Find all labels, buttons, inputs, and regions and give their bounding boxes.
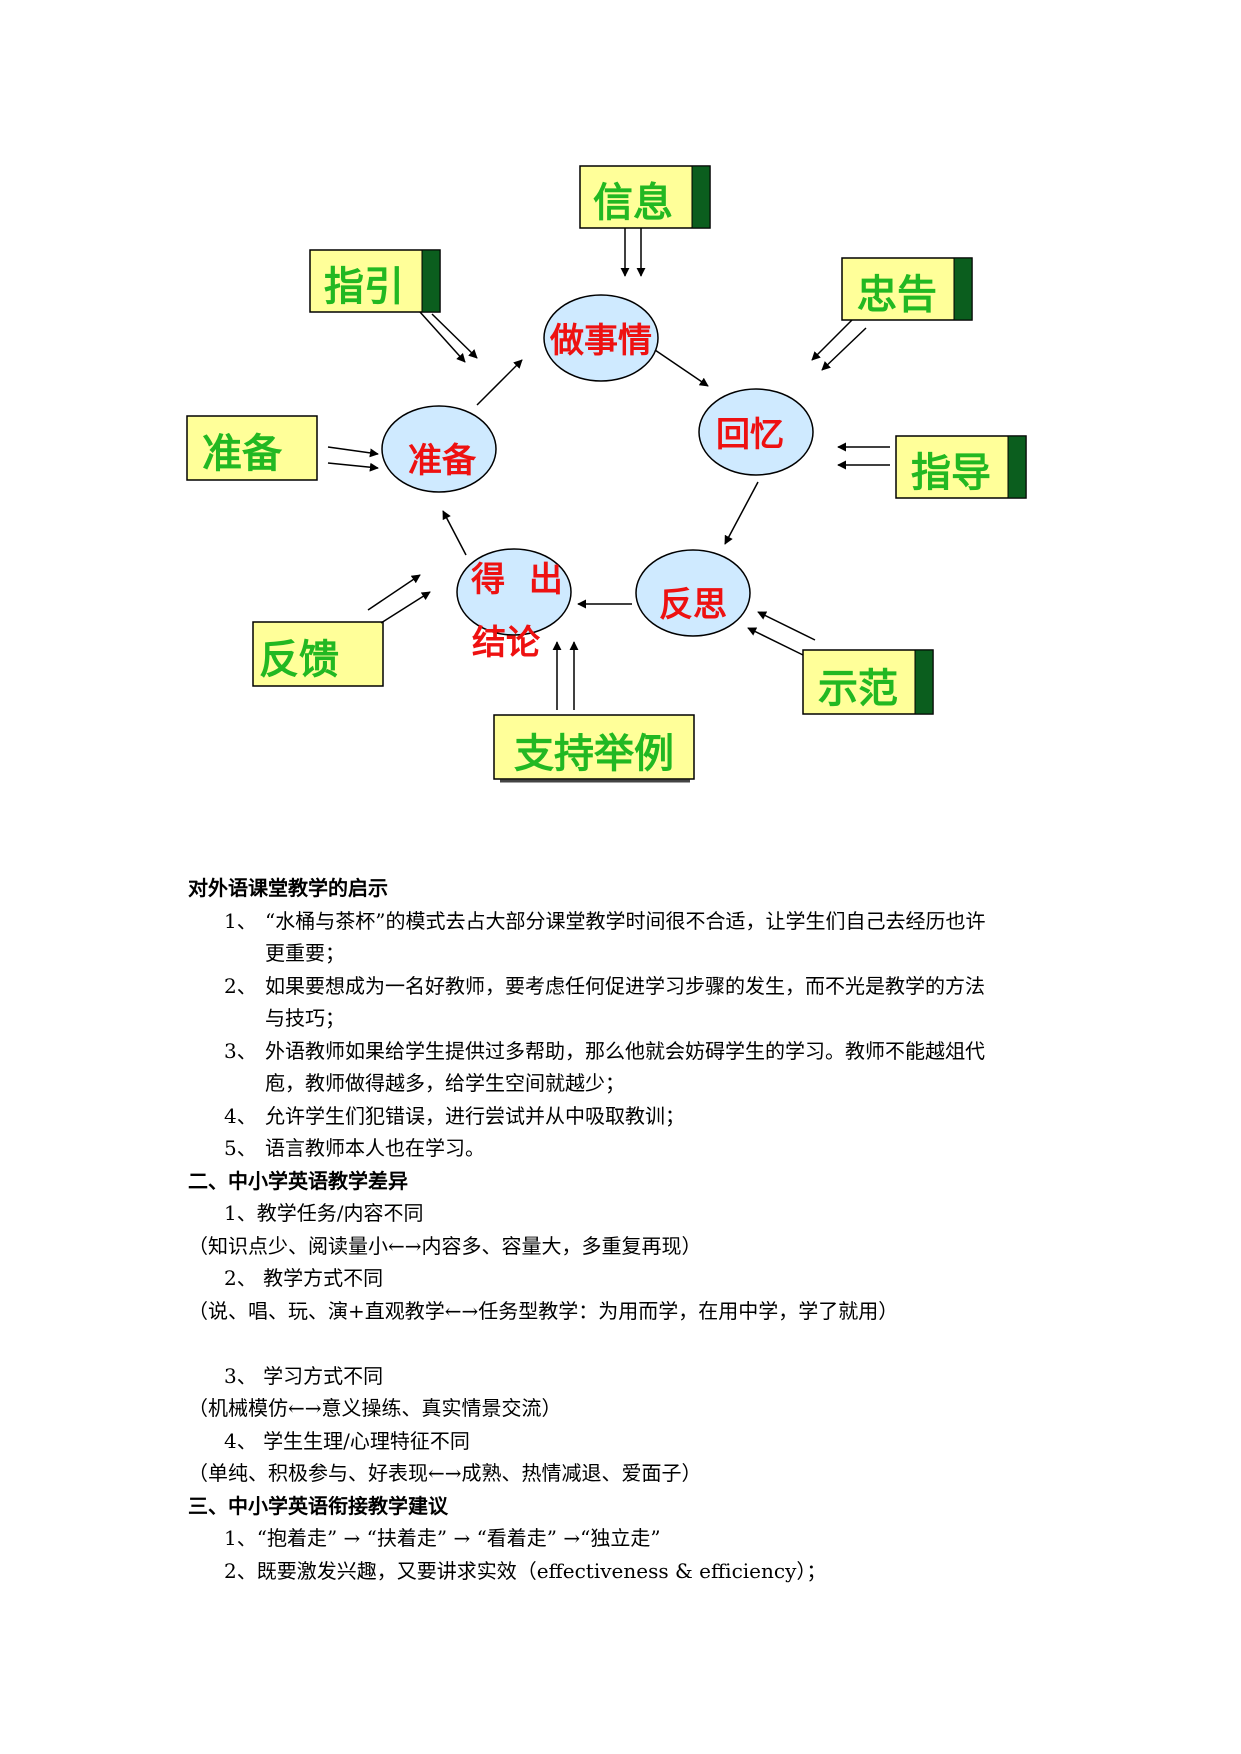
box-zhunbei: 准备 <box>186 415 318 481</box>
section2-item-4-detail: （单纯、积极参与、好表现←→成熟、热情减退、爱面子） <box>188 1461 702 1485</box>
arrow-zhunbei-input <box>327 446 379 472</box>
svg-text:回忆: 回忆 <box>716 415 784 455</box>
cycle-arrows <box>442 349 759 609</box>
arrow-shifan-input <box>747 611 816 656</box>
node-zhunbei: 准备 <box>381 405 497 493</box>
section1-title: 对外语课堂教学的启示 <box>188 876 388 900</box>
svg-text:支持举例: 支持举例 <box>514 731 674 777</box>
arrow-zhonggao-input <box>811 319 867 371</box>
arrow-dechu-to-zhunbei <box>442 510 467 556</box>
section1-item-1: 1、 “水桶与茶杯”的模式去占大部分课堂教学时间很不合适，让学生们自己去经历也许… <box>224 908 986 966</box>
section2-item-3-heading: 3、 学习方式不同 <box>224 1363 384 1388</box>
svg-text:指导: 指导 <box>911 450 991 496</box>
svg-text:忠告: 忠告 <box>857 272 937 318</box>
svg-text:指引: 指引 <box>324 264 404 310</box>
section3-title: 三、中小学英语衔接教学建议 <box>188 1493 448 1518</box>
arrow-zhichi-input <box>552 641 579 710</box>
arrow-zhidao-input <box>837 442 890 470</box>
section1-item-4: 4、 允许学生们犯错误，进行尝试并从中吸取教训； <box>224 1103 685 1128</box>
node-fansi: 反思 <box>635 549 751 637</box>
blank-line <box>188 1327 1068 1360</box>
section2-item-1-detail: （知识点少、阅读量小←→内容多、容量大，多重复再现） <box>188 1233 702 1258</box>
arrow-xinxi-input <box>620 228 646 277</box>
svg-text:结论: 结论 <box>472 623 541 663</box>
node-dechu-jielun: 得 出 结论 <box>456 548 572 663</box>
box-zhidao: 指导 <box>895 435 1027 499</box>
section2-item-4-heading: 4、 学生生理/心理特征不同 <box>224 1428 470 1453</box>
arrow-zhunbei-to-zuoshiqing <box>476 359 523 406</box>
section3-item-1: 1、“抱着走” → “扶着走” → “看着走” →“独立走” <box>224 1526 661 1550</box>
svg-text:示范: 示范 <box>818 666 898 712</box>
section1-item-2: 2、 如果要想成为一名好教师，要考虑任何促进学习步骤的发生，而不光是教学的方法 … <box>224 973 985 1031</box>
section2-item-3-detail: （机械模仿←→意义操练、真实情景交流） <box>188 1396 562 1420</box>
arrow-zhiyin-input <box>419 311 478 363</box>
input-arrows <box>327 228 890 710</box>
box-xinxi: 信息 <box>579 165 711 229</box>
learning-cycle-diagram: 做事情 回忆 反思 得 出 结论 准备 信息 指引 忠告 准备 指导 <box>186 165 1027 783</box>
arrow-zuoshiqing-to-huiyi <box>654 349 709 387</box>
section2-title: 二、中小学英语教学差异 <box>188 1168 408 1193</box>
svg-text:信息: 信息 <box>593 180 673 226</box>
section1-item-5: 5、 语言教师本人也在学习。 <box>224 1136 485 1160</box>
box-fankui: 反馈 <box>252 621 384 687</box>
box-zhichi: 支持举例 <box>493 714 695 783</box>
svg-text:做事情: 做事情 <box>549 321 652 361</box>
arrow-huiyi-to-fansi <box>724 481 759 545</box>
node-zuoshiqing: 做事情 <box>543 294 659 382</box>
node-huiyi: 回忆 <box>698 388 814 476</box>
arrow-fankui-input <box>367 574 431 624</box>
svg-text:准备: 准备 <box>408 441 477 481</box>
svg-text:反思: 反思 <box>659 585 727 625</box>
section3-item-2: 2、既要激发兴趣，又要讲求实效（effectiveness & efficien… <box>224 1558 827 1583</box>
svg-text:准备: 准备 <box>202 431 283 477</box>
section1-item-3: 3、 外语教师如果给学生提供过多帮助，那么他就会妨碍学生的学习。教师不能越俎代 … <box>224 1038 985 1096</box>
box-zhiyin: 指引 <box>309 249 441 313</box>
document-text: 对外语课堂教学的启示 1、 “水桶与茶杯”的模式去占大部分课堂教学时间很不合适，… <box>188 872 1068 1587</box>
box-shifan: 示范 <box>802 649 934 715</box>
section2-item-2-heading: 2、 教学方式不同 <box>224 1266 384 1290</box>
section2-item-1-heading: 1、教学任务/内容不同 <box>224 1201 424 1225</box>
svg-text:反馈: 反馈 <box>259 637 339 683</box>
svg-text:得 出: 得 出 <box>470 560 563 600</box>
section2-item-2-detail: （说、唱、玩、演+直观教学←→任务型教学：为用而学，在用中学，学了就用） <box>188 1298 899 1323</box>
box-zhonggao: 忠告 <box>841 257 973 321</box>
